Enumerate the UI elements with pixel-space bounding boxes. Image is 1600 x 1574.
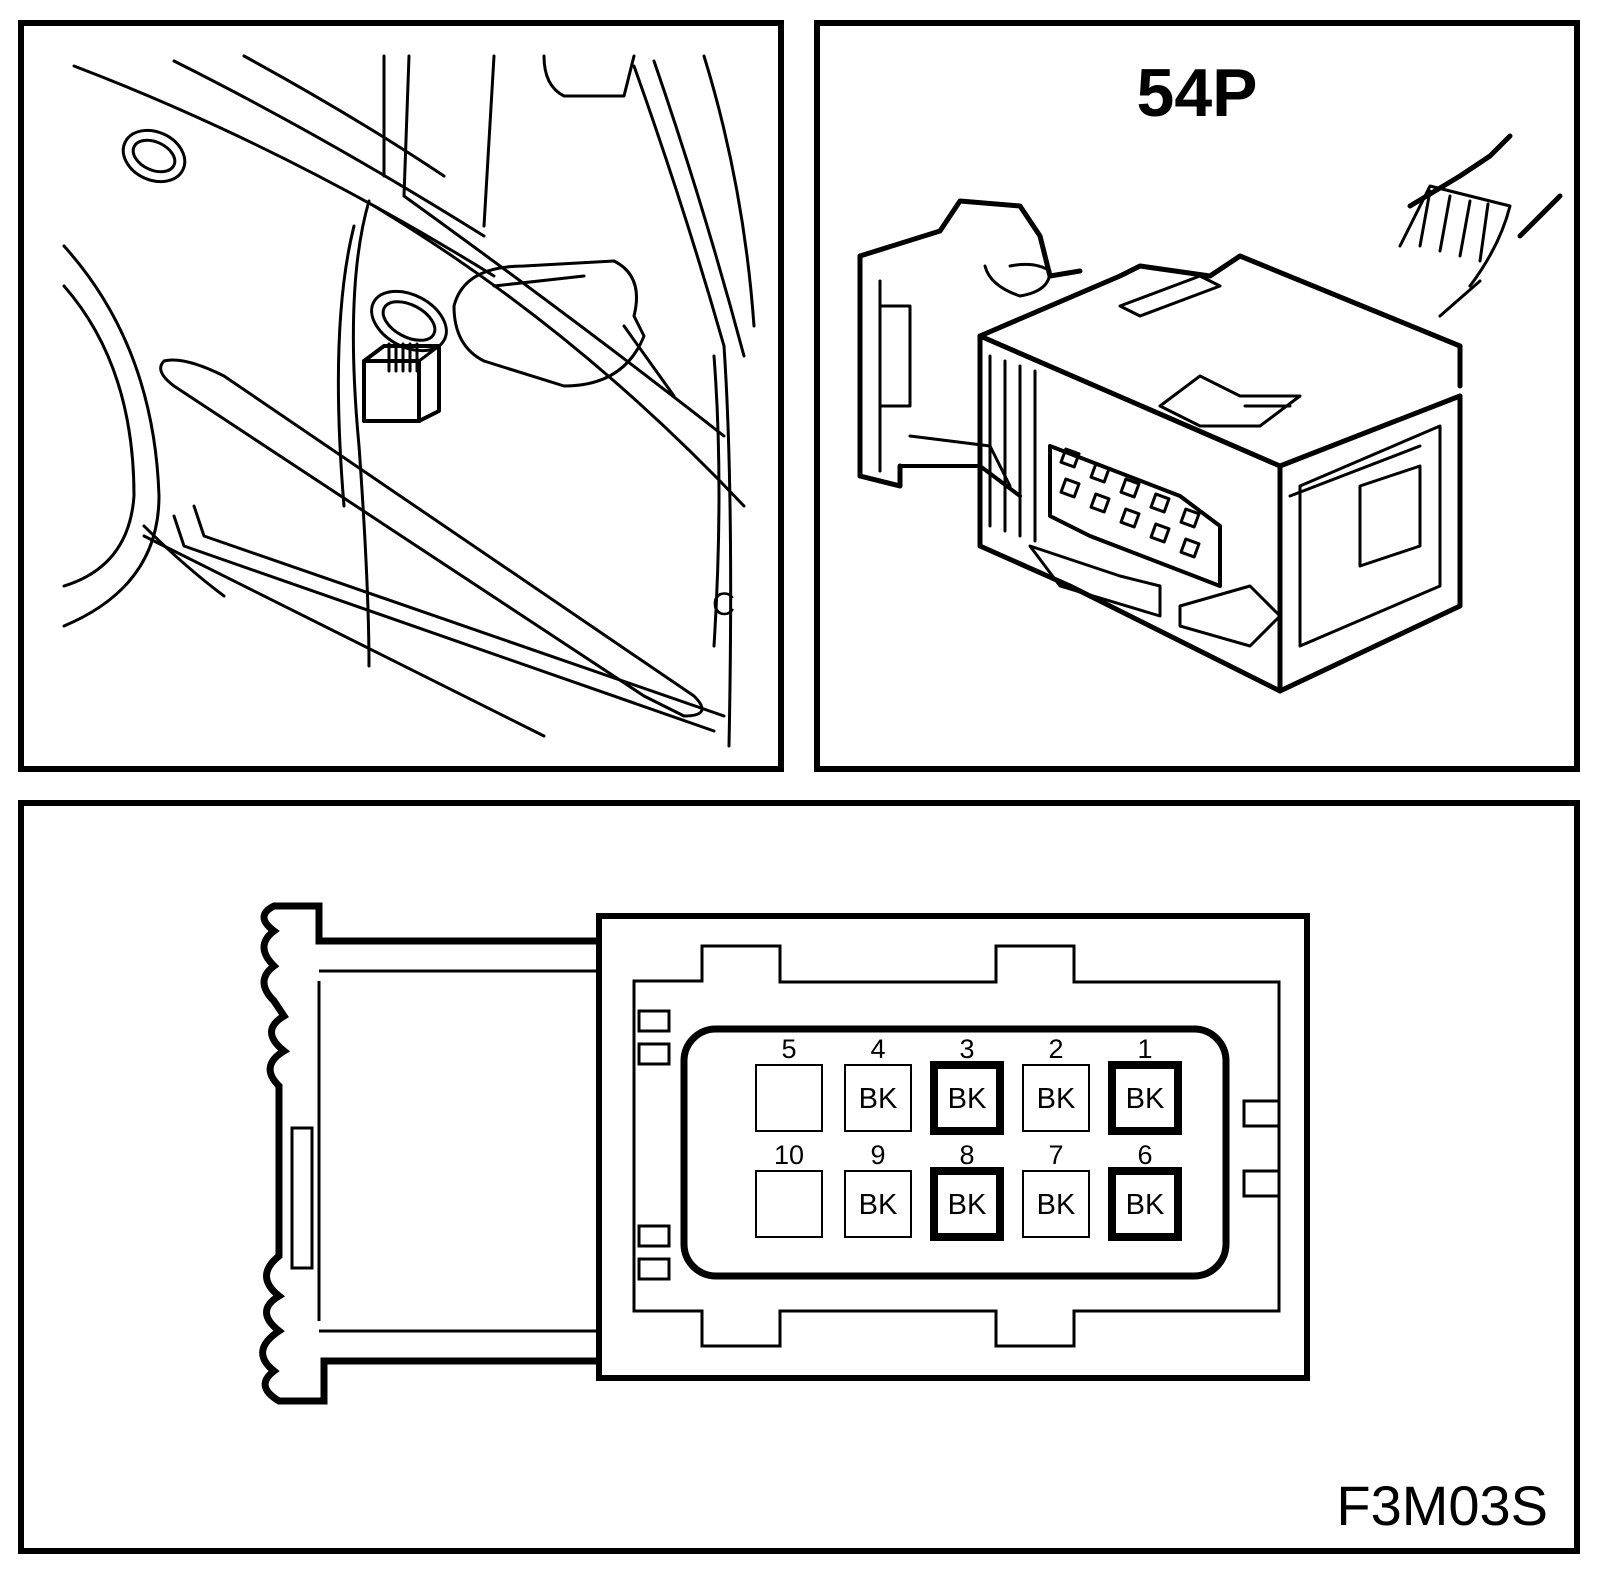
pin-terminal (1108, 1061, 1182, 1135)
pin-number: 6 (1137, 1140, 1152, 1170)
pin-wire-color: BK (1126, 1083, 1165, 1115)
pin-number: 4 (870, 1034, 885, 1064)
pin-terminal (755, 1064, 823, 1132)
pin-1: 1BK (1108, 1034, 1182, 1135)
pin-wire-color: BK (948, 1083, 987, 1115)
pin-terminal (755, 1170, 823, 1238)
pin-2: 2BK (1022, 1034, 1090, 1132)
pin-number: 3 (959, 1034, 974, 1064)
pin-terminal (930, 1061, 1004, 1135)
connector-view-panel: 54P (814, 20, 1580, 772)
pin-6: 6BK (1108, 1140, 1182, 1241)
pin-terminal (844, 1170, 912, 1238)
connector-latch (259, 902, 599, 1405)
pin-4: 4BK (844, 1034, 912, 1132)
door-illustration (62, 54, 756, 748)
pin-terminal (1022, 1064, 1090, 1132)
pin-terminal (1022, 1170, 1090, 1238)
location-marker: C (712, 586, 736, 622)
figure-code: F3M03S (1336, 1474, 1548, 1537)
pin-7: 7BK (1022, 1140, 1090, 1238)
pin-terminal (930, 1167, 1004, 1241)
pin-number: 2 (1048, 1034, 1063, 1064)
pin-10: 10 (755, 1140, 823, 1238)
pin-number: 9 (870, 1140, 885, 1170)
pin-number: 8 (959, 1140, 974, 1170)
pin-wire-color: BK (1126, 1189, 1165, 1221)
pin-wire-color: BK (948, 1189, 987, 1221)
pin-9: 9BK (844, 1140, 912, 1238)
pin-number: 5 (781, 1034, 796, 1064)
connector-illustration (857, 133, 1563, 694)
pin-wire-color: BK (1037, 1189, 1076, 1221)
pin-wire-color: BK (859, 1189, 898, 1221)
pin-terminal (1108, 1167, 1182, 1241)
pin-terminal (844, 1064, 912, 1132)
connector-label: 54P (1136, 55, 1258, 131)
pin-3: 3BK (930, 1034, 1004, 1135)
pin-wire-color: BK (1037, 1083, 1076, 1115)
door-location-panel: C (18, 20, 784, 772)
connector-housing (596, 913, 1310, 1381)
pin-number: 1 (1137, 1034, 1152, 1064)
pin-number: 7 (1048, 1140, 1063, 1170)
pin-wire-color: BK (859, 1083, 898, 1115)
pin-5: 5 (755, 1034, 823, 1132)
pin-number: 10 (774, 1140, 804, 1170)
pin-cavity (680, 1025, 1230, 1280)
pin-8: 8BK (930, 1140, 1004, 1241)
